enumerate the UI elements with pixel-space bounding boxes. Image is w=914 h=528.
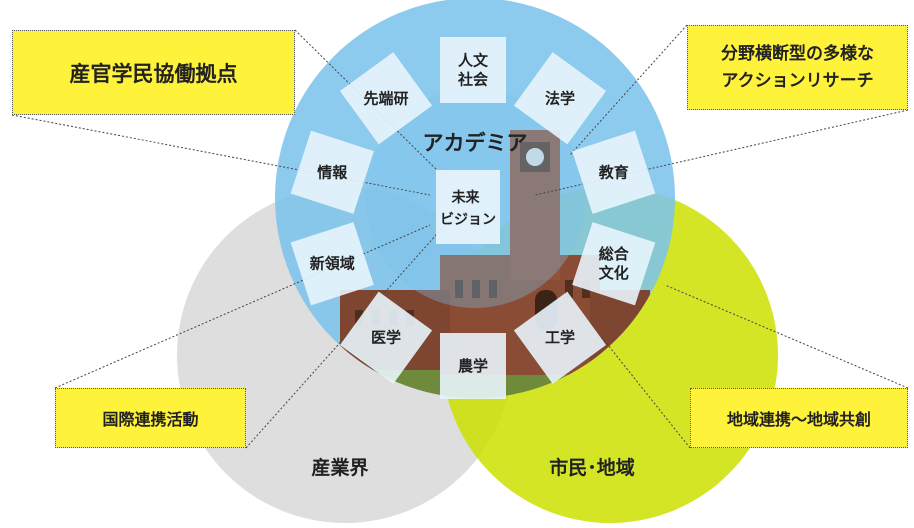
callout-international: 国際連携活動 [55,388,246,448]
field-petal-medicine: 医学 [339,291,433,384]
field-petal-shape [572,130,656,214]
callout-action-line1: 分野横断型の多様な [721,43,874,64]
field-label-medicine: 医学 [371,329,401,347]
field-label-humanities: 人文社会 [457,52,489,89]
field-label-engineering: 工学 [545,329,575,347]
industry-label: 産業界 [311,456,368,479]
field-petal-new-fields: 新領域 [290,222,374,306]
citizens-label: 市民･地域 [549,456,635,479]
field-label-new-fields: 新領域 [310,255,355,273]
field-label-law: 法学 [545,89,575,107]
field-petal-information: 情報 [290,130,374,214]
callout-collaboration-hub: 産官学民協働拠点 [12,30,295,115]
connector-intl-top [54,224,431,389]
field-label-information: 情報 [317,163,348,181]
field-petal-shape [513,291,607,384]
field-petal-advanced-research: 先端研 [339,52,433,145]
field-label-agriculture: 農学 [458,357,488,375]
field-petal-shape [513,52,607,145]
connector-regional-bottom [599,334,691,449]
field-petal-law: 法学 [513,52,607,145]
field-petal-education: 教育 [572,130,656,214]
connector-action-top [569,24,688,156]
field-label-interdisciplinary: 総合文化 [599,245,630,282]
connector-collab-bottom [11,114,431,196]
field-label-advanced-research: 先端研 [363,89,408,107]
field-petal-agriculture: 農学 [440,333,506,399]
field-petal-engineering: 工学 [513,291,607,384]
field-petal-shape [440,37,506,103]
field-petal-interdisciplinary: 総合文化 [572,222,656,306]
field-petal-shape [339,291,433,384]
field-petal-shape [572,222,656,306]
callout-action-research: 分野横断型の多様な アクションリサーチ [687,25,908,110]
field-petal-humanities: 人文社会 [440,37,506,103]
field-petal-shape [440,333,506,399]
field-petal-shape [339,52,433,145]
callout-regional-text: 地域連携～地域共創 [726,410,871,429]
field-petal-shape [290,222,374,306]
callout-collaboration-text: 産官学民協働拠点 [69,61,238,86]
academia-label: アカデミア [423,131,528,155]
connector-intl-bottom [245,224,446,449]
callout-action-line2: アクションリサーチ [721,70,874,91]
callout-regional: 地域連携～地域共創 [690,388,908,448]
center-box [436,170,500,244]
field-label-education: 教育 [598,163,629,181]
callout-international-text: 国際連携活動 [102,410,199,429]
field-petal-shape [290,130,374,214]
center-label: 未来 ビジョン [440,189,496,228]
